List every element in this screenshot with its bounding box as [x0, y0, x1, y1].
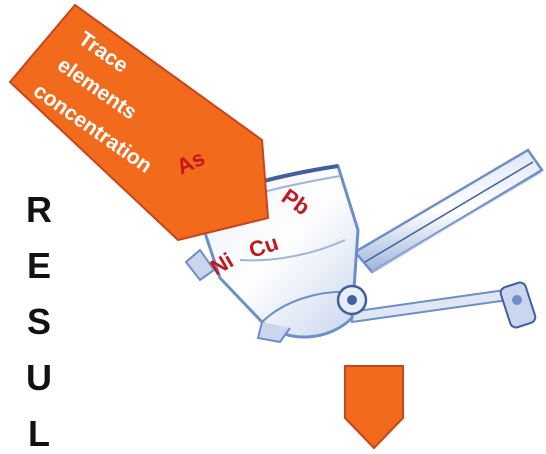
vertical-letter-3: S [24, 304, 54, 340]
vertical-letter-4: U [24, 360, 54, 396]
vertical-letter-2: E [24, 248, 54, 284]
down-arrow-icon [345, 366, 403, 448]
vertical-letter-1: R [24, 192, 54, 228]
vertical-letter-5: L [24, 416, 54, 452]
